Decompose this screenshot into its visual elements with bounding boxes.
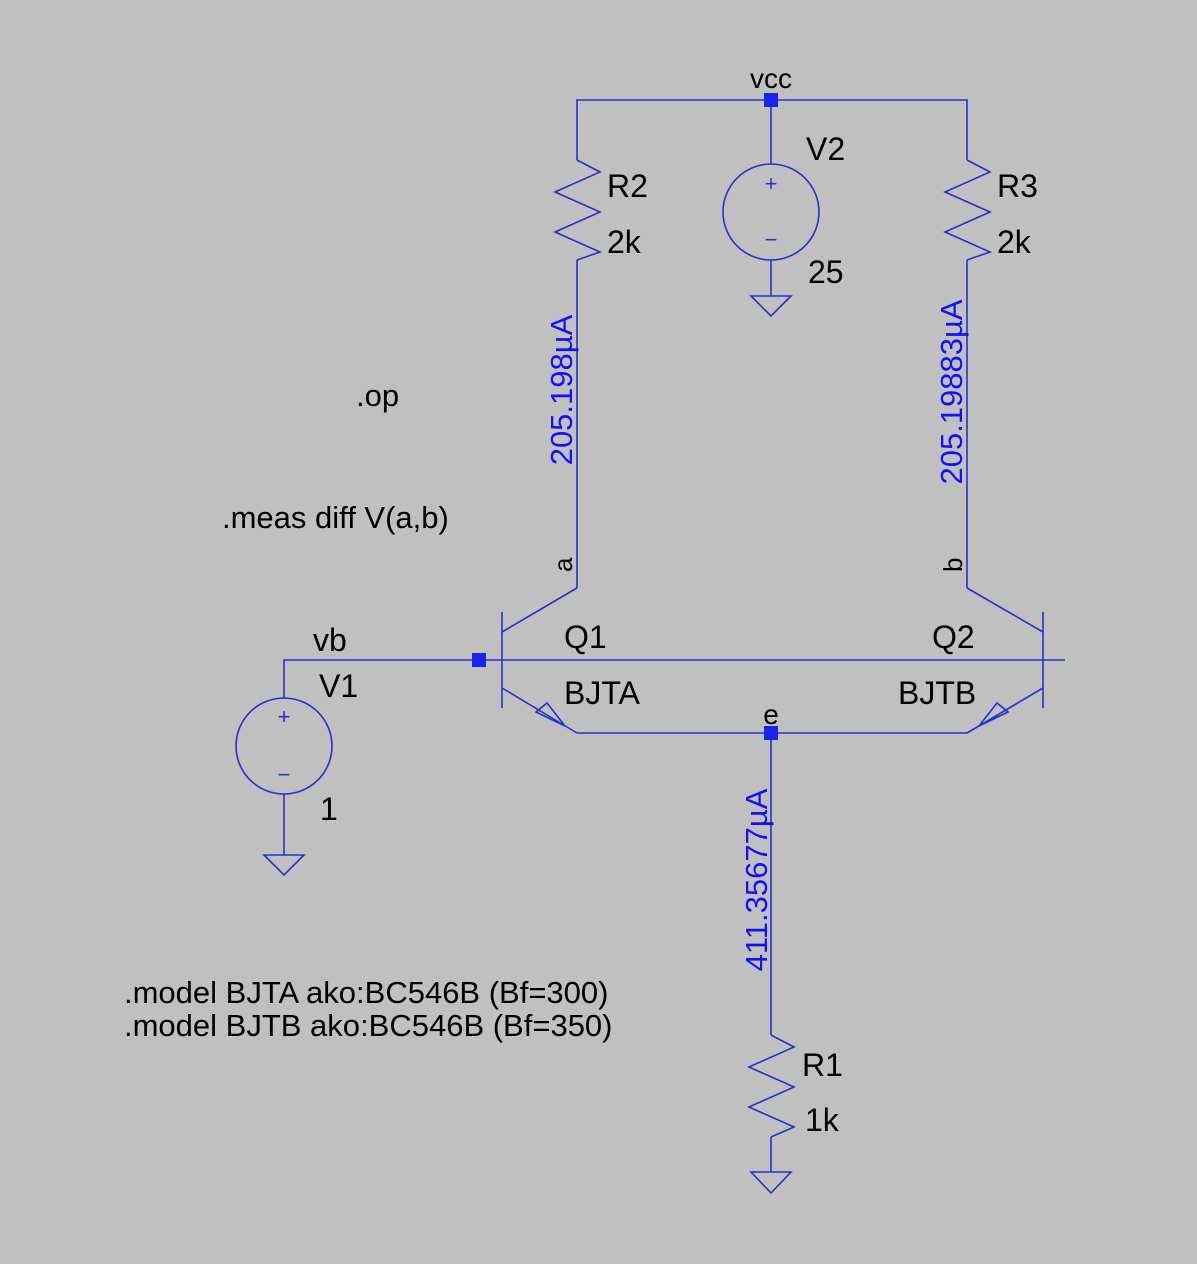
net-label-vb[interactable]: vb	[313, 622, 347, 658]
resistor-r3[interactable]	[943, 159, 993, 261]
node-e-marker[interactable]	[764, 726, 778, 740]
q2-model-label: BJTB	[898, 675, 976, 711]
v1-value-label: 1	[320, 791, 338, 827]
v1-plus-sign: +	[278, 704, 291, 729]
transistor-q1[interactable]	[501, 612, 566, 727]
resistor-r2[interactable]	[553, 159, 603, 261]
current-annotation-r1: 411.35677µA	[739, 788, 774, 971]
r1-value-label: 1k	[805, 1102, 840, 1138]
node-vb-marker[interactable]	[472, 653, 486, 667]
net-label-b[interactable]: b	[938, 558, 968, 572]
wire-q2-collector[interactable]	[966, 587, 1044, 633]
r2-name-label: R2	[607, 168, 648, 204]
wire-net-vb[interactable]	[283, 659, 1065, 698]
directive-meas[interactable]: .meas diff V(a,b)	[222, 500, 449, 535]
v2-minus-sign: −	[765, 227, 778, 252]
v2-value-label: 25	[808, 254, 844, 290]
directive-model-bjtb[interactable]: .model BJTB ako:BC546B (Bf=350)	[124, 1008, 613, 1043]
net-label-e[interactable]: e	[763, 699, 779, 730]
ground-icon-v1	[262, 854, 306, 877]
v2-plus-sign: +	[765, 171, 778, 196]
r3-value-label: 2k	[997, 224, 1032, 260]
current-annotation-r2: 205.198µA	[544, 314, 579, 465]
v2-name-label: V2	[806, 131, 845, 167]
directive-op[interactable]: .op	[356, 378, 399, 413]
q2-name-label: Q2	[932, 619, 975, 655]
r1-name-label: R1	[802, 1047, 843, 1083]
v1-minus-sign: −	[278, 762, 291, 787]
q1-model-label: BJTA	[564, 675, 641, 711]
node-vcc-marker[interactable]	[764, 93, 778, 107]
net-label-vcc[interactable]: vcc	[750, 63, 792, 94]
ground-icon-v2	[749, 295, 793, 318]
q2-emitter-arrow-icon	[978, 701, 1010, 727]
voltage-source-v2[interactable]: + −	[722, 163, 820, 261]
transistor-q2[interactable]	[978, 612, 1044, 727]
wires	[283, 99, 1065, 1172]
directive-model-bjta[interactable]: .model BJTA ako:BC546B (Bf=300)	[124, 975, 608, 1010]
current-annotation-r3: 205.19883µA	[934, 299, 969, 484]
voltage-source-v1[interactable]: + −	[235, 697, 333, 795]
r2-value-label: 2k	[607, 224, 642, 260]
wire-q1-collector[interactable]	[501, 587, 578, 633]
wire-vcc-rail[interactable]	[576, 99, 968, 160]
v1-name-label: V1	[319, 668, 358, 704]
r3-name-label: R3	[997, 168, 1038, 204]
q1-emitter-arrow-icon	[534, 701, 566, 727]
ground-icon-r1	[749, 1171, 793, 1195]
resistor-r1[interactable]	[747, 1034, 796, 1138]
q1-name-label: Q1	[564, 619, 607, 655]
net-label-a[interactable]: a	[548, 557, 578, 572]
